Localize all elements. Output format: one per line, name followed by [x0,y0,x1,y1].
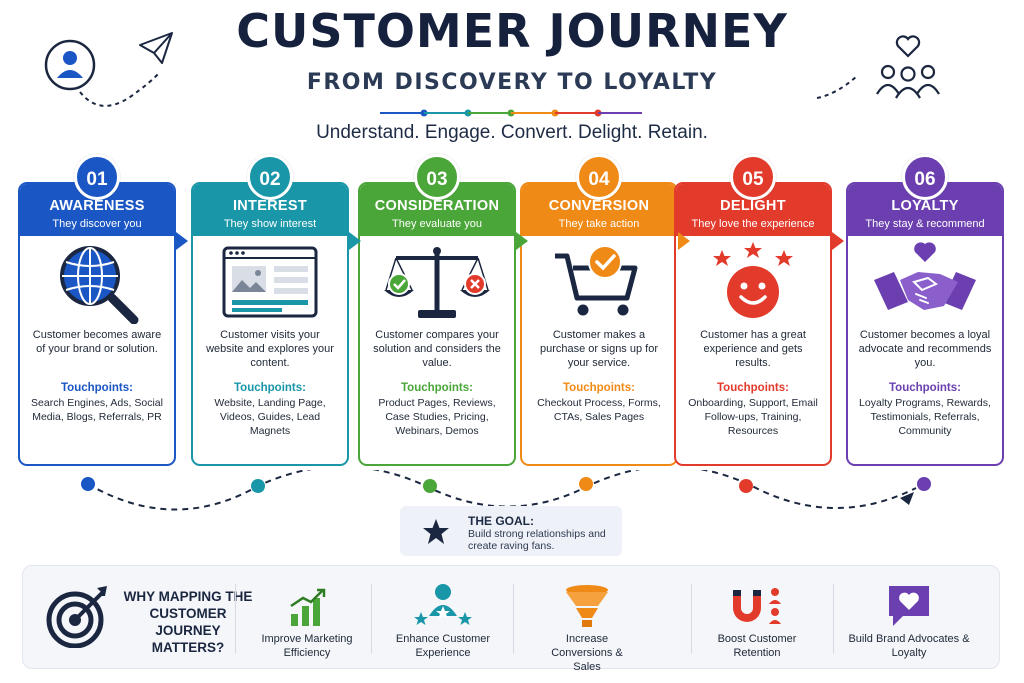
funnel-icon [517,566,657,632]
path-dot-awareness [81,477,95,491]
shopping-cart-icon [522,236,676,328]
globe-magnifier-icon [20,236,174,328]
touchpoints-heading: Touchpoints: [401,382,473,394]
stage-card: CONVERSION They take action Customer mak… [520,182,678,466]
stage-banner: AWARENESS They discover you [20,184,174,236]
stage-subtitle: They take action [558,218,640,230]
touchpoints-heading: Touchpoints: [563,382,635,394]
touchpoints-heading: Touchpoints: [717,382,789,394]
benefit-label: Boost Customer Retention [717,633,797,659]
touchpoints-list: Search Engines, Ads, Social Media, Blogs… [31,397,163,423]
stage-arrow [349,232,361,250]
browser-window-icon [193,236,347,328]
stage-number-badge: 06 [902,154,948,200]
magnet-people-icon [687,566,827,632]
stage-awareness: 01 AWARENESS They discover you Customer … [18,150,188,466]
stage-subtitle: They evaluate you [392,218,482,230]
touchpoints-list: Checkout Process, Forms, CTAs, Sales Pag… [537,397,661,423]
benefit-label: Enhance Customer Experience [395,633,491,659]
stage-number-badge: 01 [74,154,120,200]
user-paper-plane-icon [44,32,173,107]
stage-number-badge: 03 [414,154,460,200]
heart-chat-icon [839,566,979,632]
target-arrow-icon [46,586,107,648]
benefit-conversions: Increase Conversions & Sales [517,566,657,674]
goal-box: THE GOAL: Build strong relationships and… [400,506,622,556]
stage-name: AWARENESS [49,198,145,214]
balance-scale-icon [360,236,514,328]
stage-arrow [516,232,528,250]
stage-arrow [832,232,844,250]
stage-name: LOYALTY [891,198,959,214]
benefit-label: Increase Conversions & Sales [551,633,623,673]
goal-heading: THE GOAL: [468,514,534,528]
why-heading: WHY MAPPING THE CUSTOMER JOURNEY MATTERS… [123,589,253,655]
page-subtitle: FROM DISCOVERY TO LOYALTY [306,70,718,95]
path-dot-consideration [423,479,437,493]
stage-name: CONVERSION [548,198,650,214]
star-icon [423,519,449,544]
stage-loyalty: 06 LOYALTY They stay & recommend Custome… [846,150,1004,466]
goal-text: Build strong relationships and create ra… [468,528,606,552]
benefit-advocates: Build Brand Advocates & Loyalty [839,566,979,660]
stage-name: INTEREST [232,198,308,214]
page-title: CUSTOMER JOURNEY [236,4,788,58]
tagline: Understand. Engage. Convert. Delight. Re… [316,122,708,143]
person-stars-icon [373,566,513,632]
stage-arrow [176,232,188,250]
path-dot-conversion [579,477,593,491]
benefit-label: Improve Marketing Efficiency [261,633,353,659]
people-heart-icon [816,35,940,99]
stage-card: INTEREST They show interest Customer vis… [191,182,349,466]
touchpoints-list: Onboarding, Support, Email Follow-ups, T… [688,397,818,437]
stage-card: LOYALTY They stay & recommend Customer b… [846,182,1004,466]
smiley-stars-icon [676,236,830,328]
path-dot-loyalty [917,477,931,491]
stage-description: Customer becomes aware of your brand or … [32,329,162,355]
stage-arrow [678,232,690,250]
stage-subtitle: They discover you [52,218,142,230]
stage-number-badge: 05 [730,154,776,200]
stage-number-badge: 02 [247,154,293,200]
benefit-marketing: Improve Marketing Efficiency [237,566,377,660]
stage-subtitle: They stay & recommend [865,218,985,230]
touchpoints-list: Website, Landing Page, Videos, Guides, L… [214,397,326,437]
stage-description: Customer has a great experience and gets… [700,329,806,369]
stage-interest: 02 INTEREST They show interest Customer … [191,150,361,466]
benefit-retention: Boost Customer Retention [687,566,827,660]
bar-chart-icon [237,566,377,632]
touchpoints-heading: Touchpoints: [889,382,961,394]
stage-card: DELIGHT They love the experience Custome… [674,182,832,466]
path-dot-interest [251,479,265,493]
stage-conversion: 04 CONVERSION They take action Customer … [520,150,690,466]
color-divider [380,109,642,117]
stage-subtitle: They show interest [223,218,317,230]
stage-delight: 05 DELIGHT They love the experience Cust… [674,150,844,466]
stage-description: Customer makes a purchase or signs up fo… [539,329,658,369]
stage-banner: CONSIDERATION They evaluate you [360,184,514,236]
stage-description: Customer compares your solution and cons… [373,329,501,369]
handshake-heart-icon [848,236,1002,328]
stage-description: Customer becomes a loyal advocate and re… [858,329,992,369]
stage-description: Customer visits your website and explore… [206,329,334,369]
benefit-label: Build Brand Advocates & Loyalty [848,633,970,659]
benefit-experience: Enhance Customer Experience [373,566,513,660]
why-panel: WHY MAPPING THE CUSTOMER JOURNEY MATTERS… [22,565,1000,673]
stage-subtitle: They love the experience [691,218,815,230]
stage-number-badge: 04 [576,154,622,200]
stage-card: AWARENESS They discover you Customer bec… [18,182,176,466]
touchpoints-list: Product Pages, Reviews, Case Studies, Pr… [378,397,496,437]
stage-consideration: 03 CONSIDERATION They evaluate you [358,150,528,466]
stage-name: CONSIDERATION [374,198,500,214]
stage-card: CONSIDERATION They evaluate you Cus [358,182,516,466]
touchpoints-heading: Touchpoints: [234,382,306,394]
touchpoints-list: Loyalty Programs, Rewards, Testimonials,… [859,397,991,437]
stage-name: DELIGHT [720,198,786,214]
journey-path [81,470,931,511]
touchpoints-heading: Touchpoints: [61,382,133,394]
path-dot-delight [739,479,753,493]
